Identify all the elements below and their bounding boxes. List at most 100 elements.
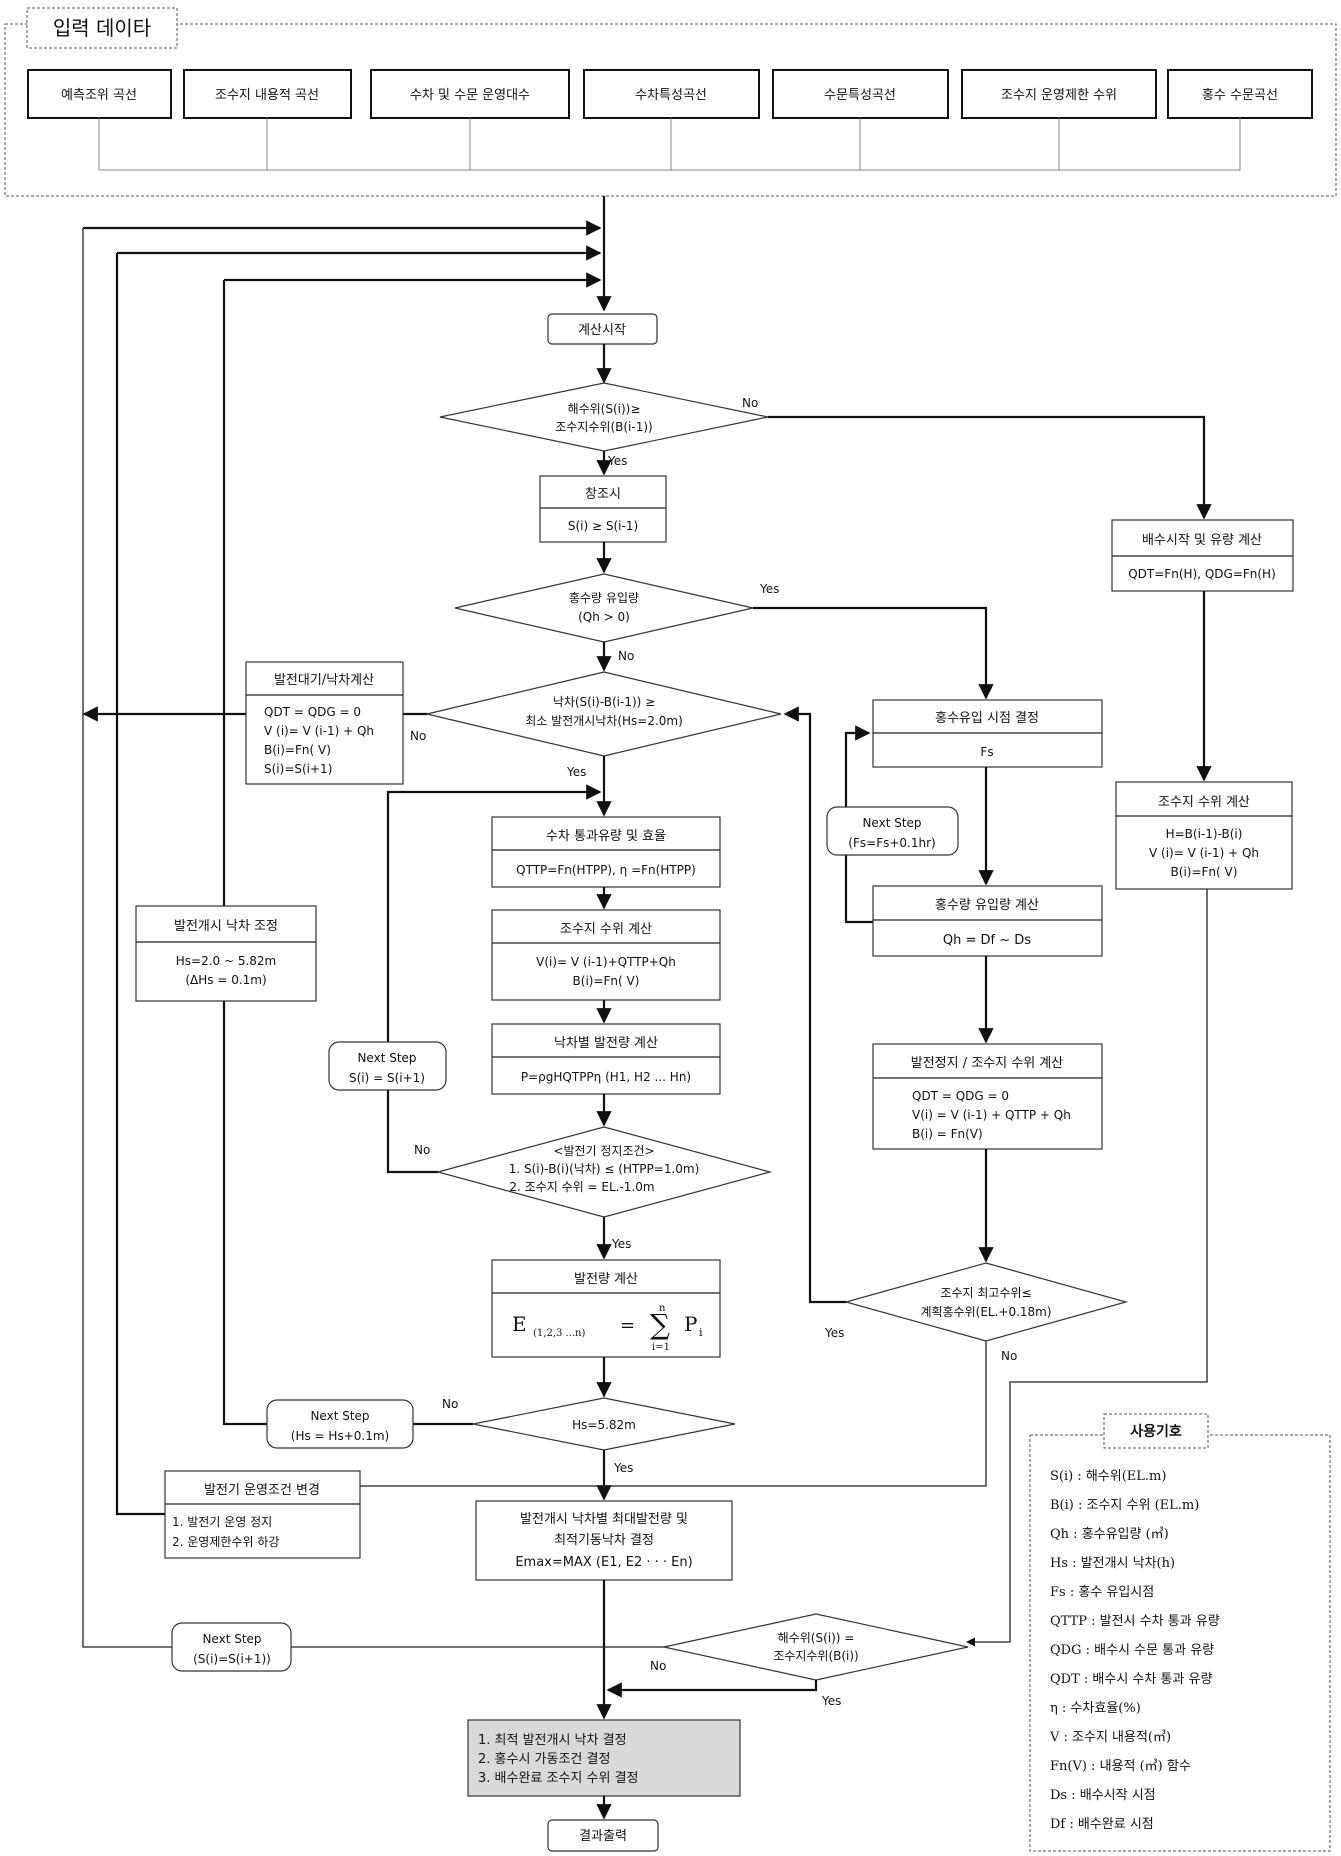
result-line: 1. 최적 발전개시 낙차 결정 — [478, 1733, 627, 1748]
decision-text: 조수지 최고수위≤ — [940, 1286, 1031, 1300]
drain-formula: QDT=Fn(H), QDG=Fn(H) — [1128, 567, 1276, 581]
no-label: No — [414, 1143, 430, 1157]
standby-line: QDT = QDG = 0 — [264, 705, 361, 719]
standby-box — [245, 661, 404, 785]
adjust-head-title: 발전개시 낙차 조정 — [174, 919, 278, 934]
yes-label: Yes — [821, 1694, 841, 1708]
head-power-title: 낙차별 발전량 계산 — [554, 1036, 658, 1051]
decision-equal-level — [663, 1613, 969, 1681]
stop-res-title: 발전정지 / 조수지 수위 계산 — [911, 1056, 1064, 1071]
turbine-formula: QTTP=Fn(HTPP), η =Fn(HTPP) — [516, 863, 696, 877]
start-label: 계산시작 — [578, 323, 626, 338]
reservoir-level-box — [491, 909, 721, 1001]
no-label: No — [442, 1397, 458, 1411]
next-step-text: Next Step — [310, 1409, 369, 1423]
input-data-title: 입력 데이타 — [53, 16, 151, 40]
next-step-text: (Hs = Hs+0.1m) — [291, 1429, 389, 1443]
stop-res-box — [872, 1043, 1103, 1150]
legend-item: QDT : 배수시 수차 통과 유량 — [1050, 1672, 1212, 1687]
energy-formula-sub: (1,2,3 ...n) — [533, 1328, 586, 1339]
max-energy-text: 발전개시 낙차별 최대발전량 및 — [520, 1512, 688, 1527]
legend-item: S(i) : 해수위(EL.m) — [1050, 1469, 1166, 1484]
decision-text: (Qh > 0) — [578, 610, 630, 624]
next-step-text: (Fs=Fs+0.1hr) — [848, 836, 935, 850]
flood-tide-condition: S(i) ≥ S(i-1) — [568, 519, 638, 533]
next-step-text: Next Step — [862, 816, 921, 830]
input-item-label: 예측조위 곡선 — [61, 88, 137, 103]
no-label: No — [1001, 1349, 1017, 1363]
next-step-text: (S(i)=S(i+1)) — [193, 1652, 271, 1666]
legend-title: 사용기호 — [1130, 1424, 1182, 1440]
flood-flow-box — [872, 885, 1103, 957]
decision-text: 1. S(i)-B(i)(낙차) ≤ (HTPP=1.0m) — [509, 1162, 700, 1176]
decision-text: 낙차(S(i)-B(i-1)) ≥ — [553, 695, 655, 709]
energy-formula-eq: = — [620, 1315, 635, 1336]
input-item-limit-level — [961, 69, 1157, 119]
next-step-s-box — [328, 1041, 447, 1091]
legend-item: V : 조수지 내용적(㎥) — [1049, 1730, 1171, 1745]
input-item-label: 홍수 수문곡선 — [1202, 88, 1278, 103]
res-drain-line: B(i)=Fn( V) — [1171, 865, 1238, 879]
decision-text: 조수지수위(B(i)) — [773, 1649, 859, 1663]
decision-stop-condition — [435, 1126, 773, 1218]
input-item-label: 조수지 운영제한 수위 — [1001, 88, 1117, 103]
standby-line: S(i)=S(i+1) — [264, 762, 332, 776]
yes-label: Yes — [607, 454, 627, 468]
legend-item: Fs : 홍수 유입시점 — [1050, 1585, 1154, 1600]
decision-text: 2. 조수지 수위 = EL.-1.0m — [509, 1180, 654, 1194]
legend-title-box — [1103, 1413, 1209, 1449]
gen-change-line: 2. 운영제한수위 하강 — [172, 1535, 279, 1549]
result-line: 3. 배수완료 조수지 수위 결정 — [478, 1771, 639, 1786]
stop-res-line: QDT = QDG = 0 — [912, 1089, 1009, 1103]
yes-label: Yes — [611, 1237, 631, 1251]
output-terminal — [547, 1819, 659, 1852]
no-label: No — [618, 649, 634, 663]
yes-label: Yes — [759, 582, 779, 596]
reservoir-level-line: V(i)= V (i-1)+QTTP+Qh — [536, 955, 676, 969]
res-drain-line: H=B(i-1)-B(i) — [1166, 827, 1243, 841]
decision-text: 최소 발전개시낙차(Hs=2.0m) — [525, 714, 683, 728]
output-label: 결과출력 — [579, 1829, 627, 1844]
next-step-s2-box — [171, 1622, 292, 1672]
decision-max-level — [843, 1262, 1129, 1342]
energy-formula-pi: i — [699, 1326, 703, 1339]
decision-hs — [472, 1397, 736, 1451]
result-line: 2. 홍수시 가동조건 결정 — [478, 1752, 610, 1767]
input-item-turbine-curve — [583, 69, 760, 119]
decision-text: Hs=5.82m — [572, 1418, 636, 1432]
decision-text: 홍수량 유입량 — [569, 591, 639, 605]
no-label: No — [410, 729, 426, 743]
decision-text: 조수지수위(B(i-1)) — [555, 420, 652, 434]
standby-title: 발전대기/낙차계산 — [274, 673, 374, 688]
head-power-formula: P=ρgHQTPPη (H1, H2 ... Hn) — [521, 1070, 691, 1084]
decision-text: 해수위(S(i)) = — [778, 1631, 855, 1645]
next-step-hs-box — [266, 1399, 414, 1449]
start-terminal — [547, 313, 658, 345]
flood-flow-title: 홍수량 유입량 계산 — [935, 898, 1039, 913]
max-energy-text: Emax=MAX (E1, E2 · · · En) — [515, 1555, 692, 1570]
decision-text: <발전기 정지조건> — [553, 1144, 654, 1158]
yes-label: Yes — [613, 1461, 633, 1475]
adjust-head-box — [135, 905, 317, 1002]
res-drain-title: 조수지 수위 계산 — [1158, 795, 1250, 810]
adjust-head-line: (ΔHs = 0.1m) — [185, 973, 266, 987]
energy-formula-bot: i=1 — [652, 1342, 670, 1353]
input-item-label: 조수지 내용적 곡선 — [215, 88, 319, 103]
legend-item: Ds : 배수시작 시점 — [1050, 1788, 1156, 1803]
energy-title: 발전량 계산 — [574, 1272, 638, 1287]
yes-label: Yes — [566, 765, 586, 779]
legend-item: Hs : 발전개시 낙차(h) — [1050, 1556, 1175, 1571]
energy-formula-top: n — [659, 1303, 666, 1314]
standby-line: V (i)= V (i-1) + Qh — [264, 724, 374, 738]
max-energy-text: 최적기동낙차 결정 — [554, 1533, 654, 1548]
next-step-text: Next Step — [202, 1632, 261, 1646]
stop-res-line: B(i) = Fn(V) — [912, 1127, 983, 1141]
input-item-label: 수차특성곡선 — [635, 88, 707, 103]
energy-sigma-icon: ∑ — [650, 1308, 670, 1341]
res-drain-box — [1115, 781, 1293, 890]
legend-item: QTTP : 발전시 수차 통과 유량 — [1050, 1614, 1220, 1629]
input-item-tide-curve — [27, 69, 172, 119]
decision-flood-inflow — [454, 573, 754, 643]
input-data-group — [4, 23, 1337, 197]
gen-change-line: 1. 발전기 운영 정지 — [172, 1515, 272, 1529]
